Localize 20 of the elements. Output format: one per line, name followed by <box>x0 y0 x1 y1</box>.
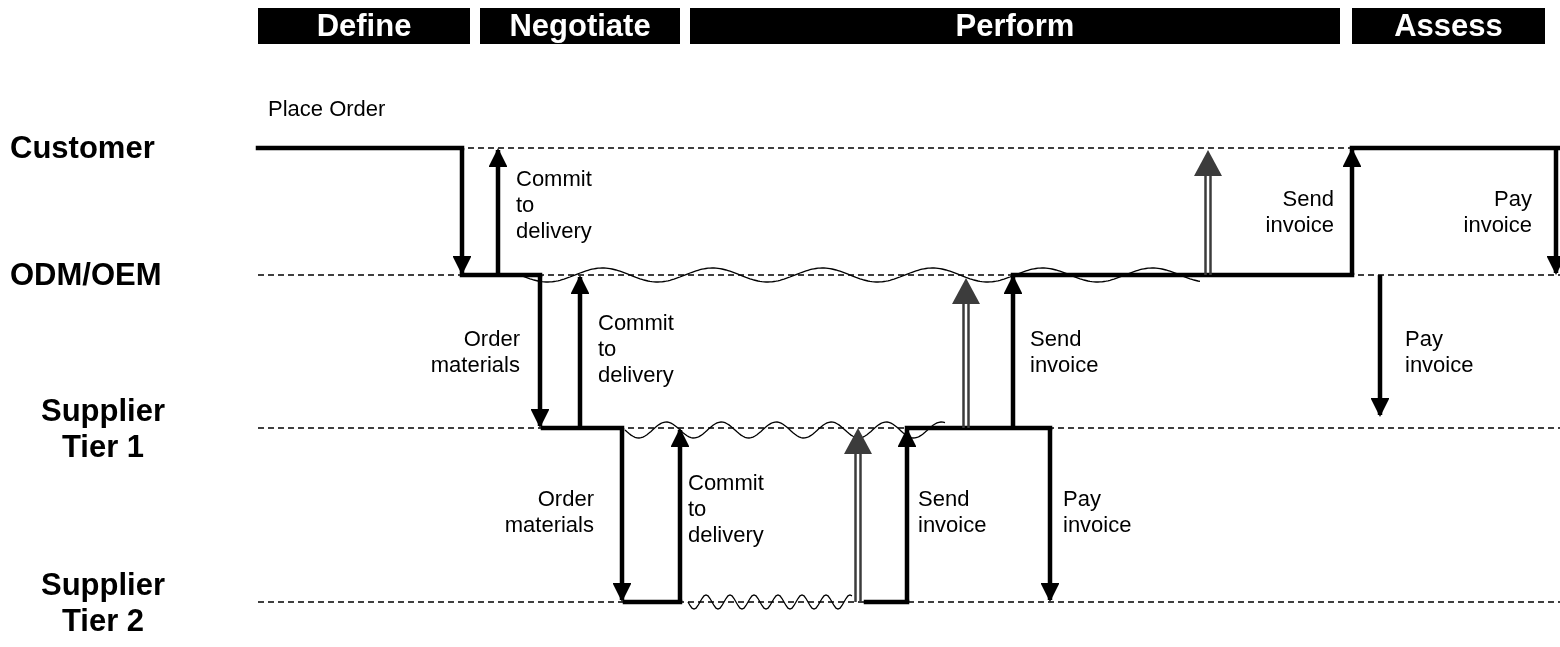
lane-label: Supplier Tier 1 <box>40 393 166 465</box>
message-label: Send invoice <box>918 486 988 538</box>
lane-label: Supplier Tier 2 <box>40 567 166 639</box>
message-label: Commit to delivery <box>516 166 593 244</box>
message-label: Order materials <box>503 486 594 538</box>
message-label: Pay invoice <box>1462 186 1532 238</box>
lane-label: Customer <box>10 130 155 166</box>
message-label: Send invoice <box>1264 186 1334 238</box>
lane-label: ODM/OEM <box>10 257 162 293</box>
phase-bar: Assess <box>1352 8 1545 44</box>
phase-bar: Define <box>258 8 470 44</box>
message-label: Place Order <box>268 96 386 122</box>
phase-bar: Perform <box>690 8 1340 44</box>
message-label: Pay invoice <box>1405 326 1475 378</box>
message-label: Pay invoice <box>1063 486 1133 538</box>
message-label: Order materials <box>429 326 520 378</box>
message-label: Commit to delivery <box>598 310 675 388</box>
message-label: Send invoice <box>1030 326 1100 378</box>
message-label: Commit to delivery <box>688 470 765 548</box>
phase-bar: Negotiate <box>480 8 680 44</box>
